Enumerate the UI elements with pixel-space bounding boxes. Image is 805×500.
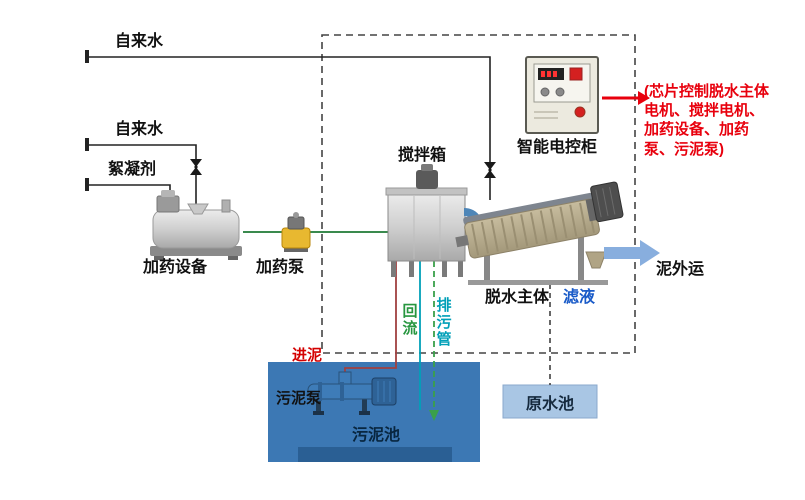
control-note-text: (芯片控制脱水主体电机、搅拌电机、加药设备、加药泵、污泥泵) (644, 83, 769, 158)
sludge-pool-label: 污泥池 (352, 427, 401, 444)
tap-water-mid-label: 自来水 (115, 121, 164, 138)
mixing-tank-label: 搅拌箱 (398, 147, 447, 164)
drain-pipe-label: 排污管 (434, 297, 452, 348)
sludge-inlet-label: 进泥 (292, 347, 323, 364)
dosing-pump-icon (281, 212, 311, 252)
raw-water-pool (502, 384, 598, 419)
dewatering-body-label: 脱水主体 (485, 289, 550, 306)
valve-icon (484, 162, 496, 178)
flocculant-label: 絮凝剂 (108, 161, 157, 178)
control-cabinet-label: 智能电控柜 (517, 139, 598, 156)
tap-water-pipe-mid (85, 138, 197, 208)
return-flow-label: 回流 (400, 303, 418, 337)
dewatering-machine-icon (455, 181, 624, 285)
control-arrow (602, 91, 650, 105)
control-cabinet-icon (525, 56, 599, 134)
sludge-pump-label: 污泥泵 (276, 390, 322, 407)
system-boundary-box (321, 34, 636, 354)
sludge-pool (268, 362, 480, 462)
return-pipe-line (429, 261, 439, 421)
sludge-out-label: 泥外运 (656, 261, 705, 278)
dosing-equipment-icon (150, 190, 242, 260)
dosing-pump-label: 加药泵 (256, 259, 305, 276)
tap-water-top-label: 自来水 (115, 33, 164, 50)
mixing-tank-icon (385, 164, 468, 277)
tap-water-pipe-top (85, 50, 491, 200)
dosing-equipment-label: 加药设备 (143, 259, 208, 276)
valve-icon (190, 159, 202, 175)
sludge-pump-icon (307, 371, 397, 415)
raw-water-pool-label: 原水池 (525, 395, 574, 413)
sludge-out-arrow (604, 240, 660, 266)
filtrate-label: 滤液 (563, 289, 596, 306)
